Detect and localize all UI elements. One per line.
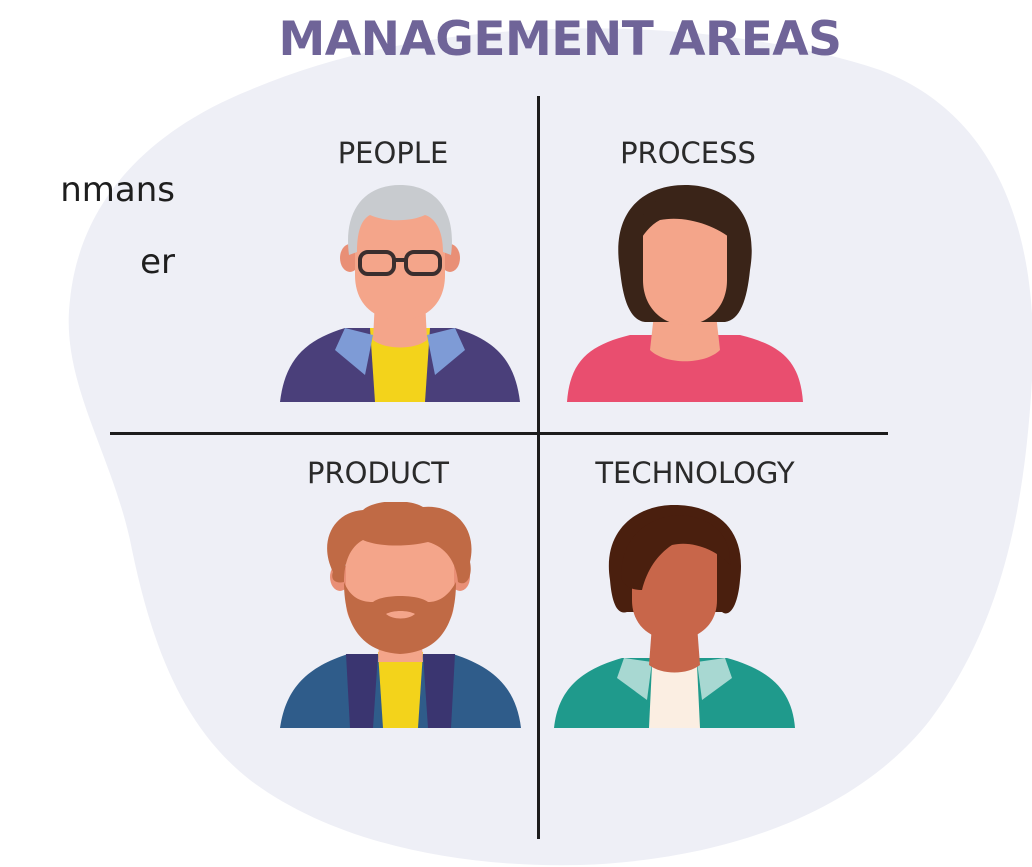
older-man-glasses-icon (280, 185, 520, 402)
page-title: MANAGEMENT AREAS (278, 12, 842, 67)
woman-short-hair-icon (554, 505, 795, 728)
horizontal-divider (110, 432, 888, 435)
bearded-man-icon (280, 502, 521, 728)
woman-bob-hair-icon (567, 185, 803, 402)
side-text-line-1: nmans (60, 170, 175, 210)
area-label-people: PEOPLE (337, 136, 449, 170)
area-label-technology: TECHNOLOGY (595, 456, 795, 490)
area-label-process: PROCESS (620, 136, 756, 170)
vertical-divider (537, 96, 540, 839)
area-label-product: PRODUCT (307, 456, 449, 490)
clipped-side-text: nmans er (0, 170, 175, 310)
side-text-line-2: er (140, 242, 175, 282)
